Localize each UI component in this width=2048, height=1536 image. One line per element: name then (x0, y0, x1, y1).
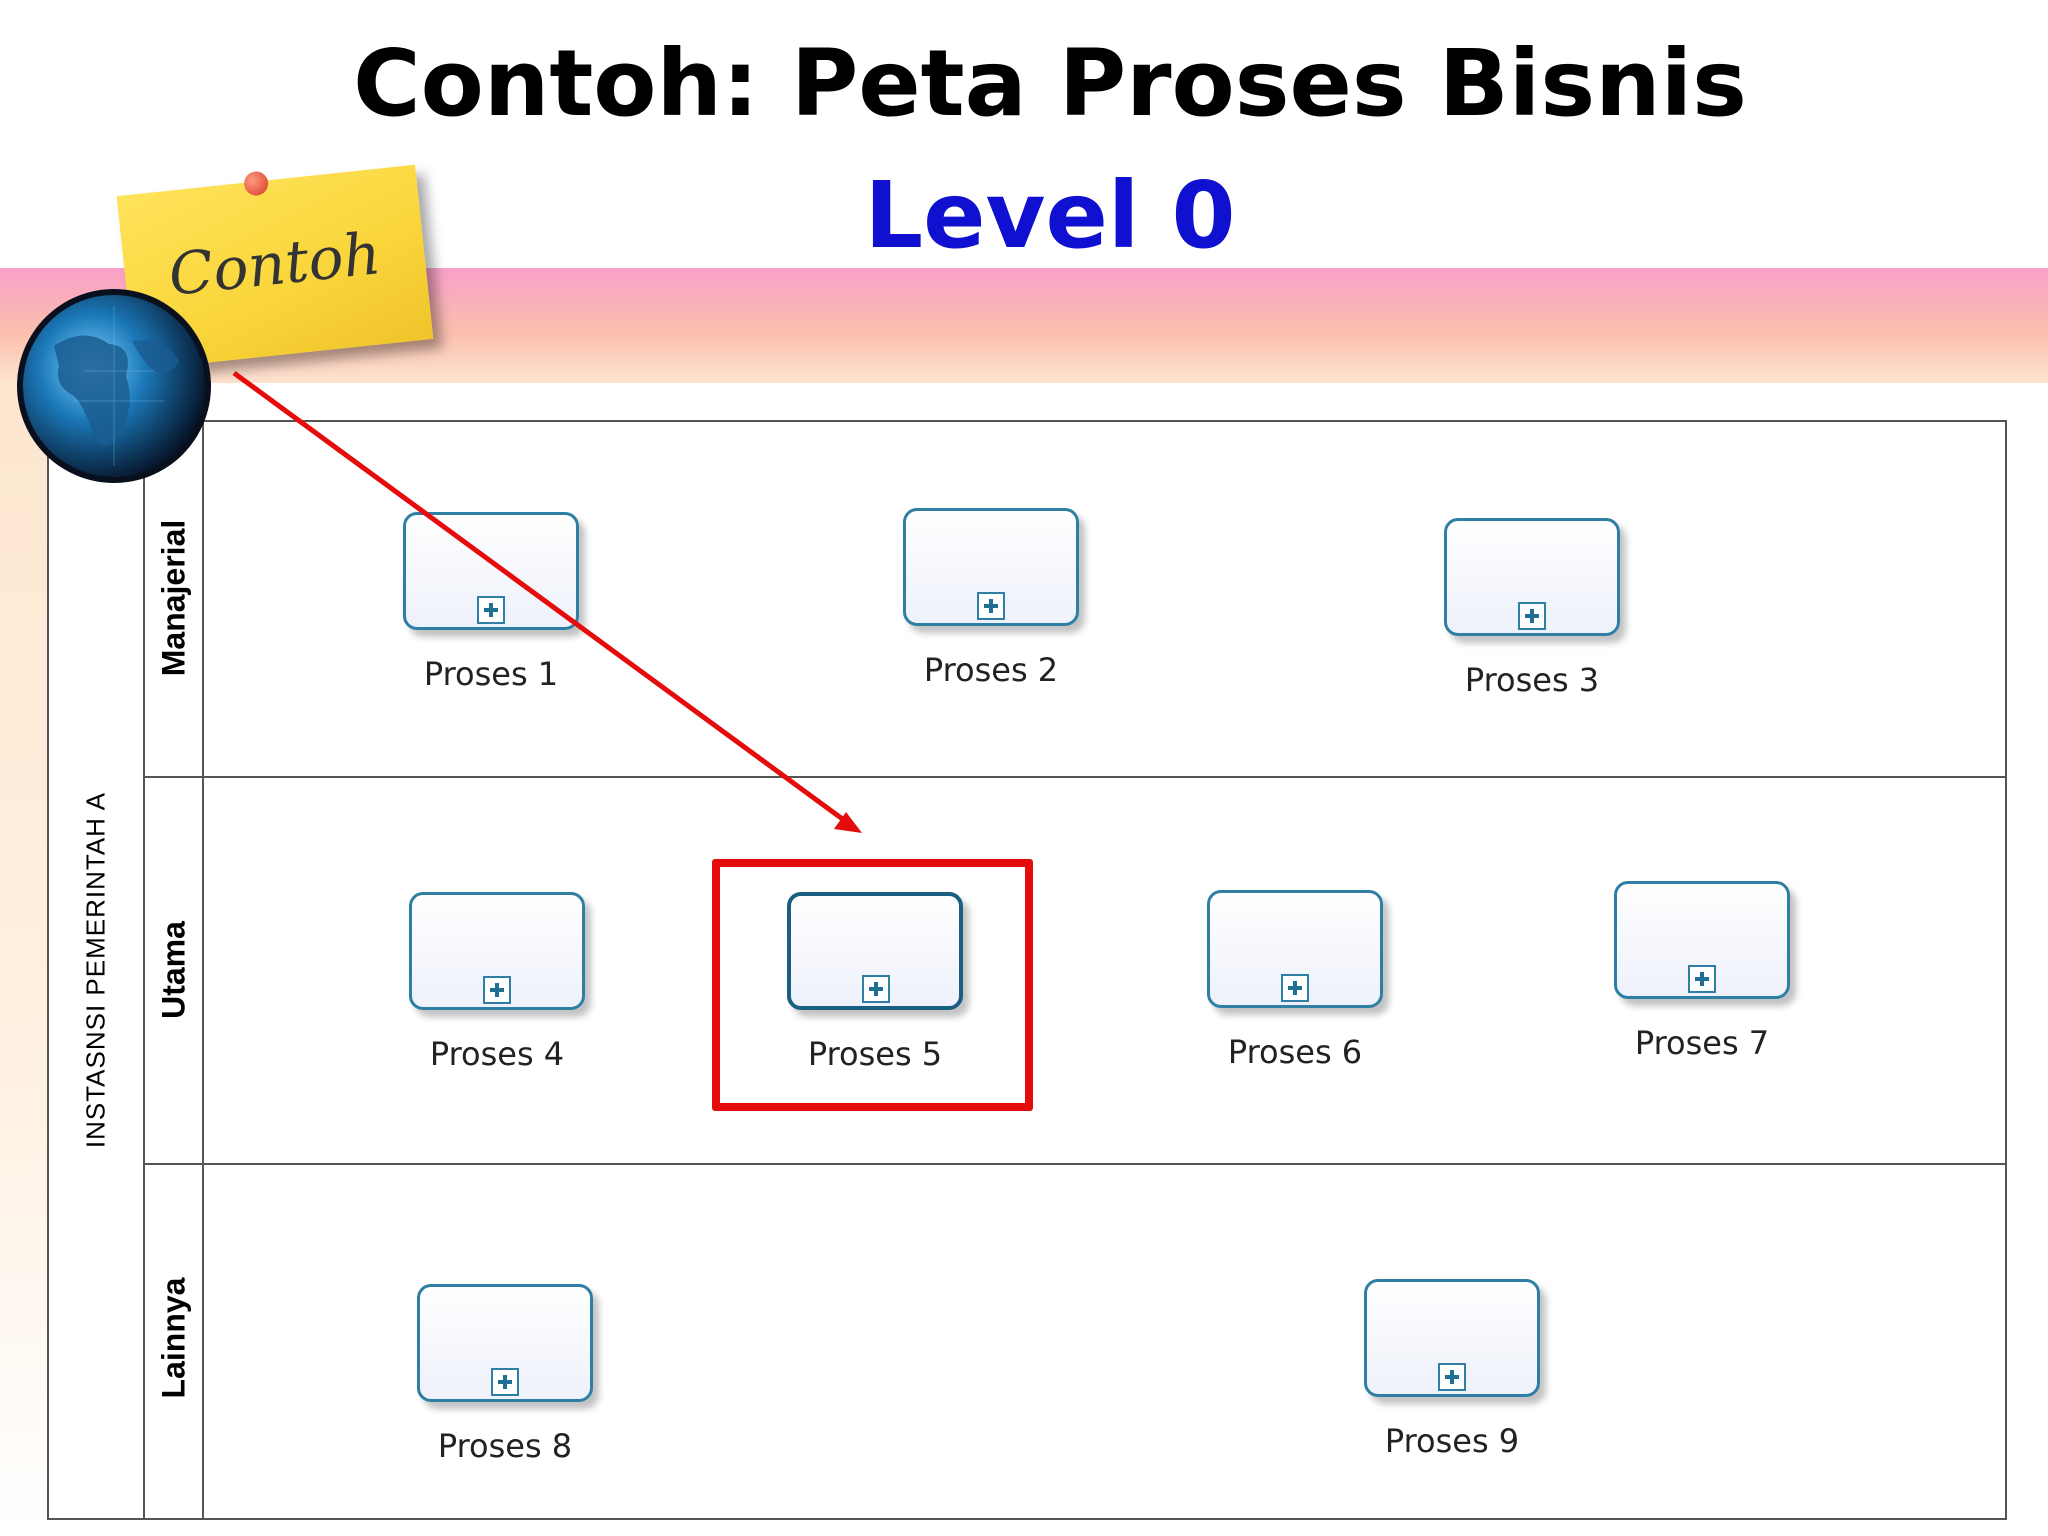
expand-subprocess-icon[interactable] (977, 592, 1005, 620)
expand-subprocess-icon[interactable] (1438, 1363, 1466, 1391)
pool-label: INSTASNSI PEMERINTAH A (80, 791, 111, 1149)
process-8-task[interactable] (417, 1284, 593, 1402)
lane-label-utama: Utama (155, 921, 192, 1019)
process-7-label: Proses 7 (1634, 1024, 1770, 1062)
title-line-1: Contoh: Peta Proses Bisnis Level 0 (240, 18, 1860, 282)
process-2-label: Proses 2 (923, 651, 1059, 689)
expand-subprocess-icon[interactable] (862, 975, 890, 1003)
process-1-label: Proses 1 (423, 655, 559, 693)
expand-subprocess-icon[interactable] (477, 596, 505, 624)
title-prefix: Contoh: Peta Proses Bisnis (353, 30, 1747, 137)
process-3-label: Proses 3 (1464, 661, 1600, 699)
process-9-label: Proses 9 (1384, 1422, 1520, 1460)
lane-divider (145, 1163, 2007, 1165)
title-level-highlight: Level 0 (864, 162, 1236, 269)
lane-label-column: Manajerial Utama Lainnya (145, 420, 204, 1520)
process-9-task[interactable] (1364, 1279, 1540, 1397)
process-8-label: Proses 8 (437, 1427, 573, 1465)
expand-subprocess-icon[interactable] (1688, 965, 1716, 993)
process-4-task[interactable] (409, 892, 585, 1010)
process-6-label: Proses 6 (1227, 1033, 1363, 1071)
decorative-left-fade (0, 380, 48, 1536)
pool-label-column: INSTASNSI PEMERINTAH A (47, 420, 145, 1520)
lane-label-manajerial: Manajerial (155, 519, 192, 677)
expand-subprocess-icon[interactable] (483, 976, 511, 1004)
lane-divider (145, 776, 2007, 778)
process-5-task[interactable] (787, 892, 963, 1010)
process-1-task[interactable] (403, 512, 579, 630)
selected-process-highlight (712, 859, 1033, 1111)
process-2-task[interactable] (903, 508, 1079, 626)
process-3-task[interactable] (1444, 518, 1620, 636)
process-6-task[interactable] (1207, 890, 1383, 1008)
expand-subprocess-icon[interactable] (491, 1368, 519, 1396)
globe-icon (17, 289, 211, 483)
expand-subprocess-icon[interactable] (1281, 974, 1309, 1002)
process-5-label: Proses 5 (807, 1035, 943, 1073)
process-4-label: Proses 4 (429, 1035, 565, 1073)
process-7-task[interactable] (1614, 881, 1790, 999)
expand-subprocess-icon[interactable] (1518, 602, 1546, 630)
lane-label-lainnya: Lainnya (155, 1277, 192, 1399)
